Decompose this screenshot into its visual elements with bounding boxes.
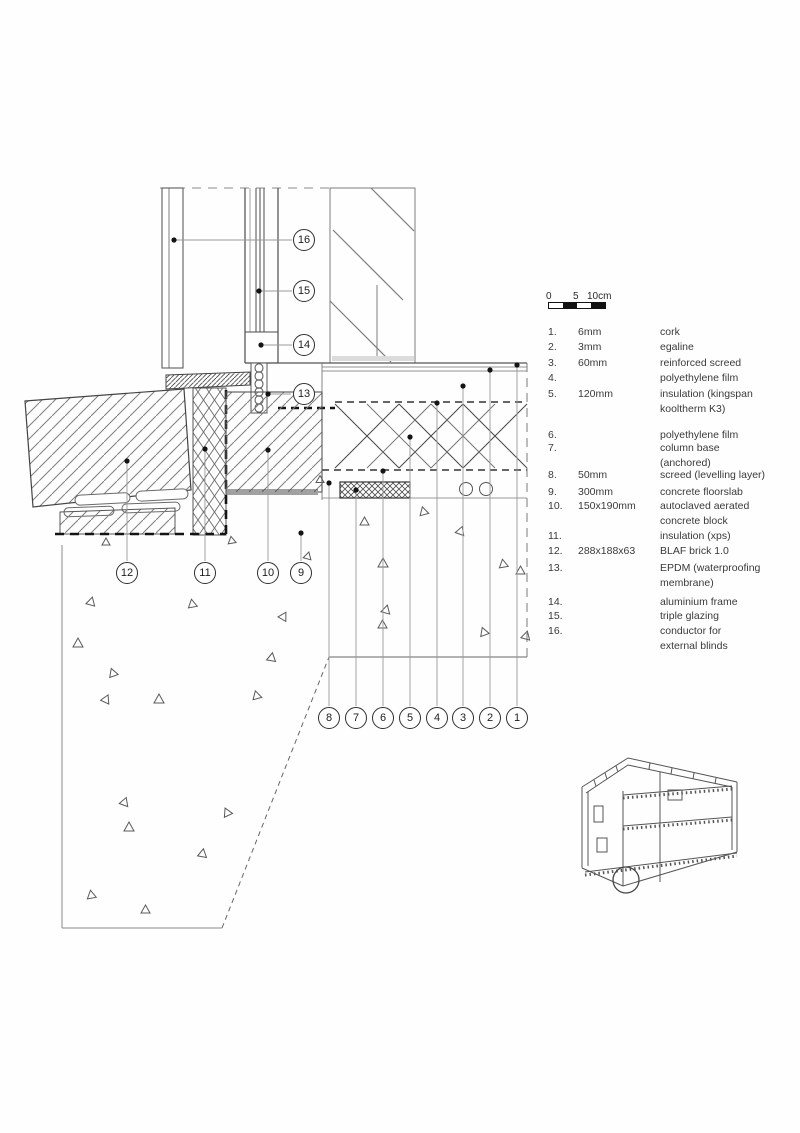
legend-desc: BLAF brick 1.0: [660, 545, 729, 557]
leader-dots: [124, 237, 520, 536]
callout-5: 5: [399, 707, 421, 729]
floor-insulation: [334, 403, 528, 469]
legend-number: 9.: [548, 486, 557, 498]
legend-size: 50mm: [578, 469, 608, 481]
callout-2: 2: [479, 707, 501, 729]
callout-1: 1: [506, 707, 528, 729]
legend-desc: aluminium frame: [660, 596, 738, 608]
xps-insulation: [192, 387, 227, 536]
callout-7: 7: [345, 707, 367, 729]
legend-desc: triple glazing: [660, 610, 719, 622]
legend-desc: insulation (xps): [660, 530, 731, 542]
polyethylene-films: [322, 401, 527, 471]
callout-3: 3: [452, 707, 474, 729]
legend-desc: cork: [660, 326, 680, 338]
soil-outline: [61, 545, 222, 929]
conduit-pipe: [479, 482, 493, 496]
legend-number: 8.: [548, 469, 557, 481]
callout-11: 11: [194, 562, 216, 584]
scale-bar: 0 5 10cm: [546, 291, 618, 311]
scale-bar-segments: [548, 302, 606, 309]
aerated-concrete-block: [225, 391, 323, 495]
triple-glazing-lines: [255, 188, 265, 332]
window-frame-section: [244, 188, 279, 364]
legend-size: 150x190mm: [578, 500, 636, 512]
legend-number: 15.: [548, 610, 563, 622]
legend-size: 120mm: [578, 388, 614, 400]
legend-number: 16.: [548, 625, 563, 637]
legend-desc: screed (levelling layer): [660, 469, 766, 481]
leader-lines: [126, 239, 518, 706]
legend-desc: egaline: [660, 341, 694, 353]
foundation-masonry-strip: [59, 507, 176, 535]
legend-number: 7.: [548, 442, 557, 454]
conduit-pipe: [459, 482, 473, 496]
legend-number: 5.: [548, 388, 557, 400]
callout-15: 15: [293, 280, 315, 302]
legend-desc: reinforced screed: [660, 357, 742, 369]
legend-size: 6mm: [578, 326, 602, 338]
concrete-floorslab: [221, 363, 528, 929]
legend-number: 14.: [548, 596, 563, 608]
scale-label-10: 10cm: [587, 291, 612, 302]
callout-6: 6: [372, 707, 394, 729]
callout-14: 14: [293, 334, 315, 356]
legend-number: 11.: [548, 530, 562, 542]
legend-number: 6.: [548, 429, 557, 441]
blind-conductor-housing: [161, 187, 184, 369]
legend-number: 10.: [548, 500, 563, 512]
scale-label-0: 0: [546, 291, 552, 302]
callout-13: 13: [293, 383, 315, 405]
legend-number: 13.: [548, 562, 563, 574]
legend-desc: column base(anchored): [660, 442, 720, 469]
blaf-brick: [24, 388, 192, 508]
window-elevation-beyond: [329, 187, 416, 364]
legend-number: 3.: [548, 357, 557, 369]
legend-size: 60mm: [578, 357, 608, 369]
legend-desc: polyethylene film: [660, 372, 739, 384]
callout-9: 9: [290, 562, 312, 584]
legend-number: 2.: [548, 341, 557, 353]
house-section-locator: [581, 757, 738, 894]
detail-location-marker: [612, 866, 640, 894]
legend-desc: polyethylene film: [660, 429, 739, 441]
legend-size: 3mm: [578, 341, 602, 353]
legend-size: 288x188x63: [578, 545, 636, 557]
callout-10: 10: [257, 562, 279, 584]
callout-8: 8: [318, 707, 340, 729]
scale-label-5: 5: [573, 291, 579, 302]
window-sill: [165, 371, 251, 390]
column-base: [339, 481, 411, 499]
legend-number: 1.: [548, 326, 557, 338]
legend-number: 12.: [548, 545, 563, 557]
callout-12: 12: [116, 562, 138, 584]
callout-4: 4: [426, 707, 448, 729]
legend-desc: concrete floorslab: [660, 486, 743, 498]
legend-size: 300mm: [578, 486, 614, 498]
callout-16: 16: [293, 229, 315, 251]
legend-number: 4.: [548, 372, 557, 384]
